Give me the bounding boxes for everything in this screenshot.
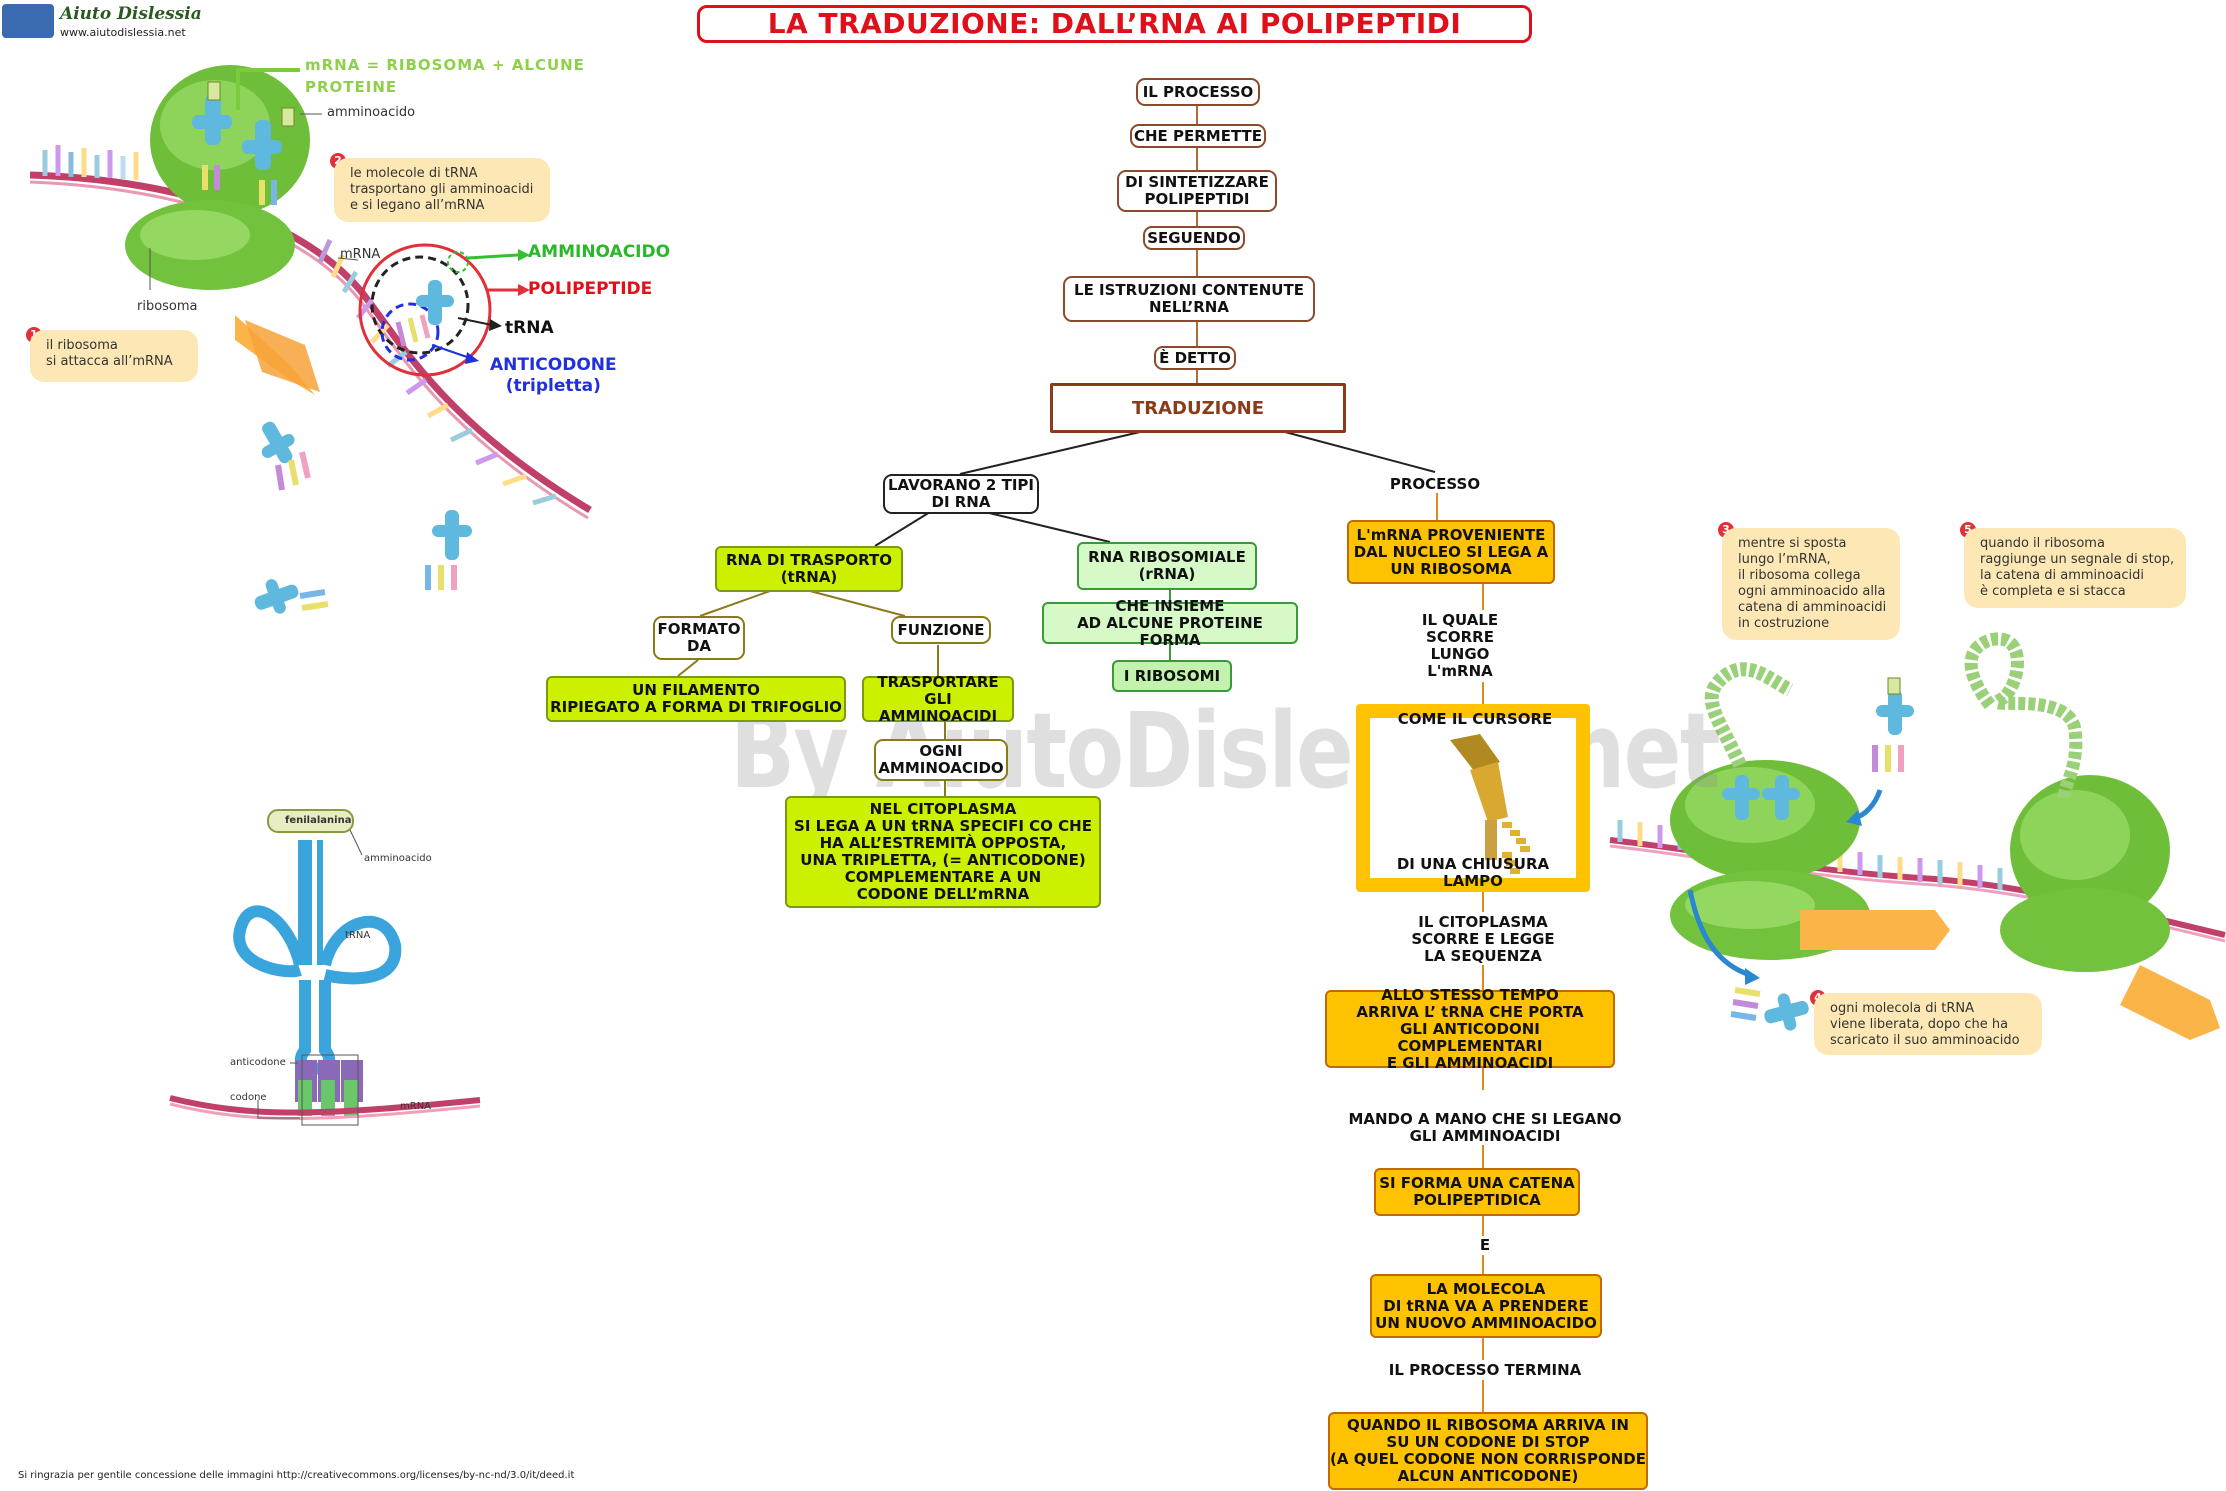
node-trasportare: TRASPORTARE GLI AMMINOACIDI [862, 673, 1014, 724]
node-che-permette: CHE PERMETTE [1130, 124, 1266, 148]
node-mano-a-mano: MANDO A MANO CHE SI LEGANO GLI AMMINOACI… [1348, 1110, 1622, 1145]
ribosome-illustration-right [1609, 632, 2226, 1040]
node-seguendo: SEGUENDO [1143, 226, 1245, 250]
label-fenilalanina: fenilalanina [285, 815, 352, 826]
logo-mark [2, 4, 54, 38]
node-catena: SI FORMA UNA CATENA POLIPEPTIDICA [1374, 1168, 1580, 1216]
zipper-icon [1450, 734, 1530, 874]
label-anticodone: anticodone [230, 1057, 286, 1068]
note-3: mentre si sposta lungo l’mRNA, il riboso… [1722, 528, 1900, 640]
node-la-molecola: LA MOLECOLA DI tRNA VA A PRENDERE UN NUO… [1370, 1274, 1602, 1338]
label-trna-mrna: mRNA [400, 1101, 432, 1112]
node-traduzione: TRADUZIONE [1050, 383, 1346, 433]
callout-polipeptide: POLIPEPTIDE [528, 279, 653, 299]
node-che-insieme: CHE INSIEME AD ALCUNE PROTEINE FORMA [1042, 597, 1298, 648]
node-i-ribosomi: I RIBOSOMI [1112, 660, 1232, 692]
node-e: E [1479, 1235, 1491, 1254]
callout-anticodone: ANTICODONE (tripletta) [490, 355, 617, 396]
node-ogni-amminoacido: OGNI AMMINOACIDO [874, 739, 1008, 781]
label-mrna: mRNA [340, 247, 381, 262]
ribosome-illustration-top-left [29, 65, 592, 614]
node-formato-da: FORMATO DA [653, 616, 745, 660]
connectors-main [874, 431, 1436, 547]
node-rna-ribosomiale: RNA RIBOSOMIALE (rRNA) [1077, 542, 1257, 590]
node-rna-trasporto: RNA DI TRASPORTO (tRNA) [715, 546, 903, 592]
logo-name: Aiuto Dislessia [60, 4, 202, 24]
note-1: il ribosoma si attacca all’mRNA [30, 330, 198, 382]
image-credits: Si ringrazia per gentile concessione del… [18, 1470, 575, 1481]
connectors-trna [677, 590, 946, 796]
node-funzione: FUNZIONE [891, 616, 991, 644]
label-trna: tRNA [345, 930, 371, 941]
zipper-frame [1356, 704, 1590, 892]
label-ribosoma: ribosoma [137, 299, 198, 314]
node-allo-stesso-tempo: ALLO STESSO TEMPO ARRIVA L’ tRNA CHE POR… [1325, 986, 1615, 1071]
node-mrna-proveniente: L'mRNA PROVENIENTE DAL NUCLEO SI LEGA A … [1347, 520, 1555, 584]
mrna-caption: mRNA = RIBOSOMA + ALCUNE PROTEINE [305, 56, 585, 96]
node-come-il-cursore: COME IL CURSORE [1397, 709, 1553, 728]
trna-cloverleaf-illustration [169, 809, 481, 1126]
node-di-sintetizzare: DI SINTETIZZARE POLIPEPTIDI [1117, 170, 1277, 212]
node-quando: QUANDO IL RIBOSOMA ARRIVA IN SU UN CODON… [1328, 1412, 1648, 1490]
logo: Aiuto Dislessia www.aiutodislessia.net [2, 2, 202, 44]
callout-trna: tRNA [505, 318, 554, 338]
node-termina: IL PROCESSO TERMINA [1388, 1360, 1582, 1379]
label-codone: codone [230, 1092, 267, 1103]
node-chiusura-lampo: DI UNA CHIUSURA LAMPO [1396, 855, 1550, 890]
callout-amminoacido: AMMINOACIDO [528, 242, 671, 262]
note-4: ogni molecola di tRNA viene liberata, do… [1814, 993, 2042, 1055]
node-il-citoplasma: IL CITOPLASMA SCORRE E LEGGE LA SEQUENZA [1411, 912, 1555, 965]
node-citoplasma: NEL CITOPLASMA SI LEGA A UN tRNA SPECIFI… [785, 796, 1101, 908]
page-title: LA TRADUZIONE: DALL’RNA AI POLIPEPTIDI [697, 5, 1532, 43]
node-filamento: UN FILAMENTO RIPIEGATO A FORMA DI TRIFOG… [546, 676, 846, 722]
logo-url: www.aiutodislessia.net [60, 26, 186, 39]
node-lavorano: LAVORANO 2 TIPI DI RNA [883, 474, 1039, 514]
node-il-processo: IL PROCESSO [1136, 78, 1260, 106]
label-trna-amminoacido: amminoacido [364, 853, 432, 864]
node-processo: PROCESSO [1389, 474, 1481, 493]
label-amminoacido: amminoacido [327, 105, 416, 120]
node-e-detto: È DETTO [1154, 346, 1236, 370]
node-il-quale: IL QUALE SCORRE LUNGO L'mRNA [1421, 611, 1499, 680]
connectors-processo [1436, 493, 1484, 1412]
note-2: le molecole di tRNA trasportano gli ammi… [334, 158, 550, 222]
node-istruzioni: LE ISTRUZIONI CONTENUTE NELL’RNA [1063, 276, 1315, 322]
note-5: quando il ribosoma raggiunge un segnale … [1964, 528, 2186, 608]
